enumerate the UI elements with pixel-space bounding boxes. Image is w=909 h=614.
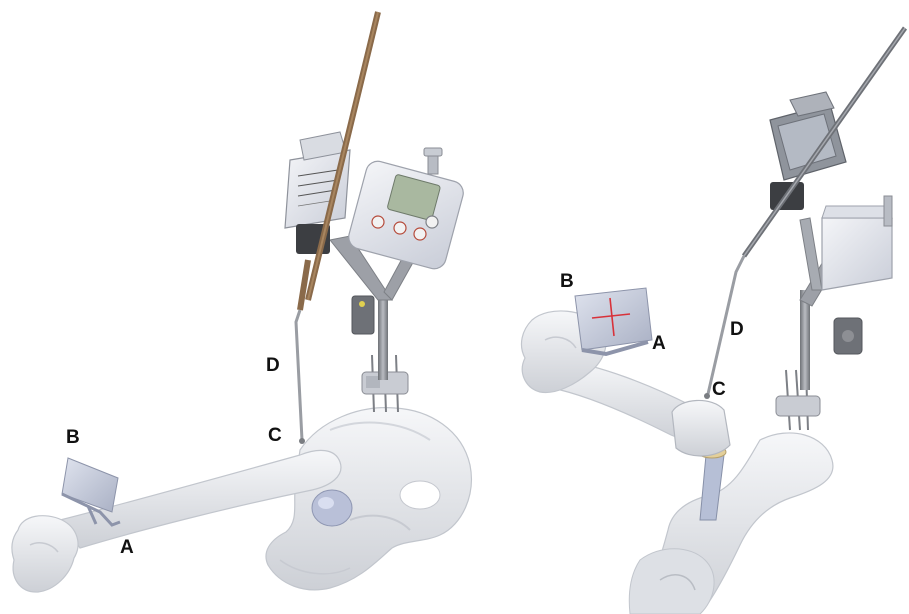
right-label-D: D [730, 320, 744, 339]
left-pelvis [266, 408, 471, 590]
left-handheld-device [346, 148, 466, 271]
left-panel [12, 12, 471, 592]
right-femoral-plate [575, 288, 652, 354]
left-label-B: B [66, 428, 80, 447]
right-rod-clamp-box [770, 92, 846, 210]
right-panel [521, 28, 905, 614]
right-pelvis [629, 433, 833, 614]
right-label-B: B [560, 272, 574, 291]
right-pelvic-clamp [776, 370, 820, 430]
left-femoral-head [312, 490, 352, 526]
left-label-D: D [266, 356, 280, 375]
left-rod-clamp-box [285, 132, 350, 254]
right-label-C: C [712, 380, 726, 399]
right-handheld-device [822, 196, 892, 290]
left-label-A: A [120, 538, 134, 557]
left-label-C: C [268, 426, 282, 445]
right-label-A: A [652, 334, 666, 353]
